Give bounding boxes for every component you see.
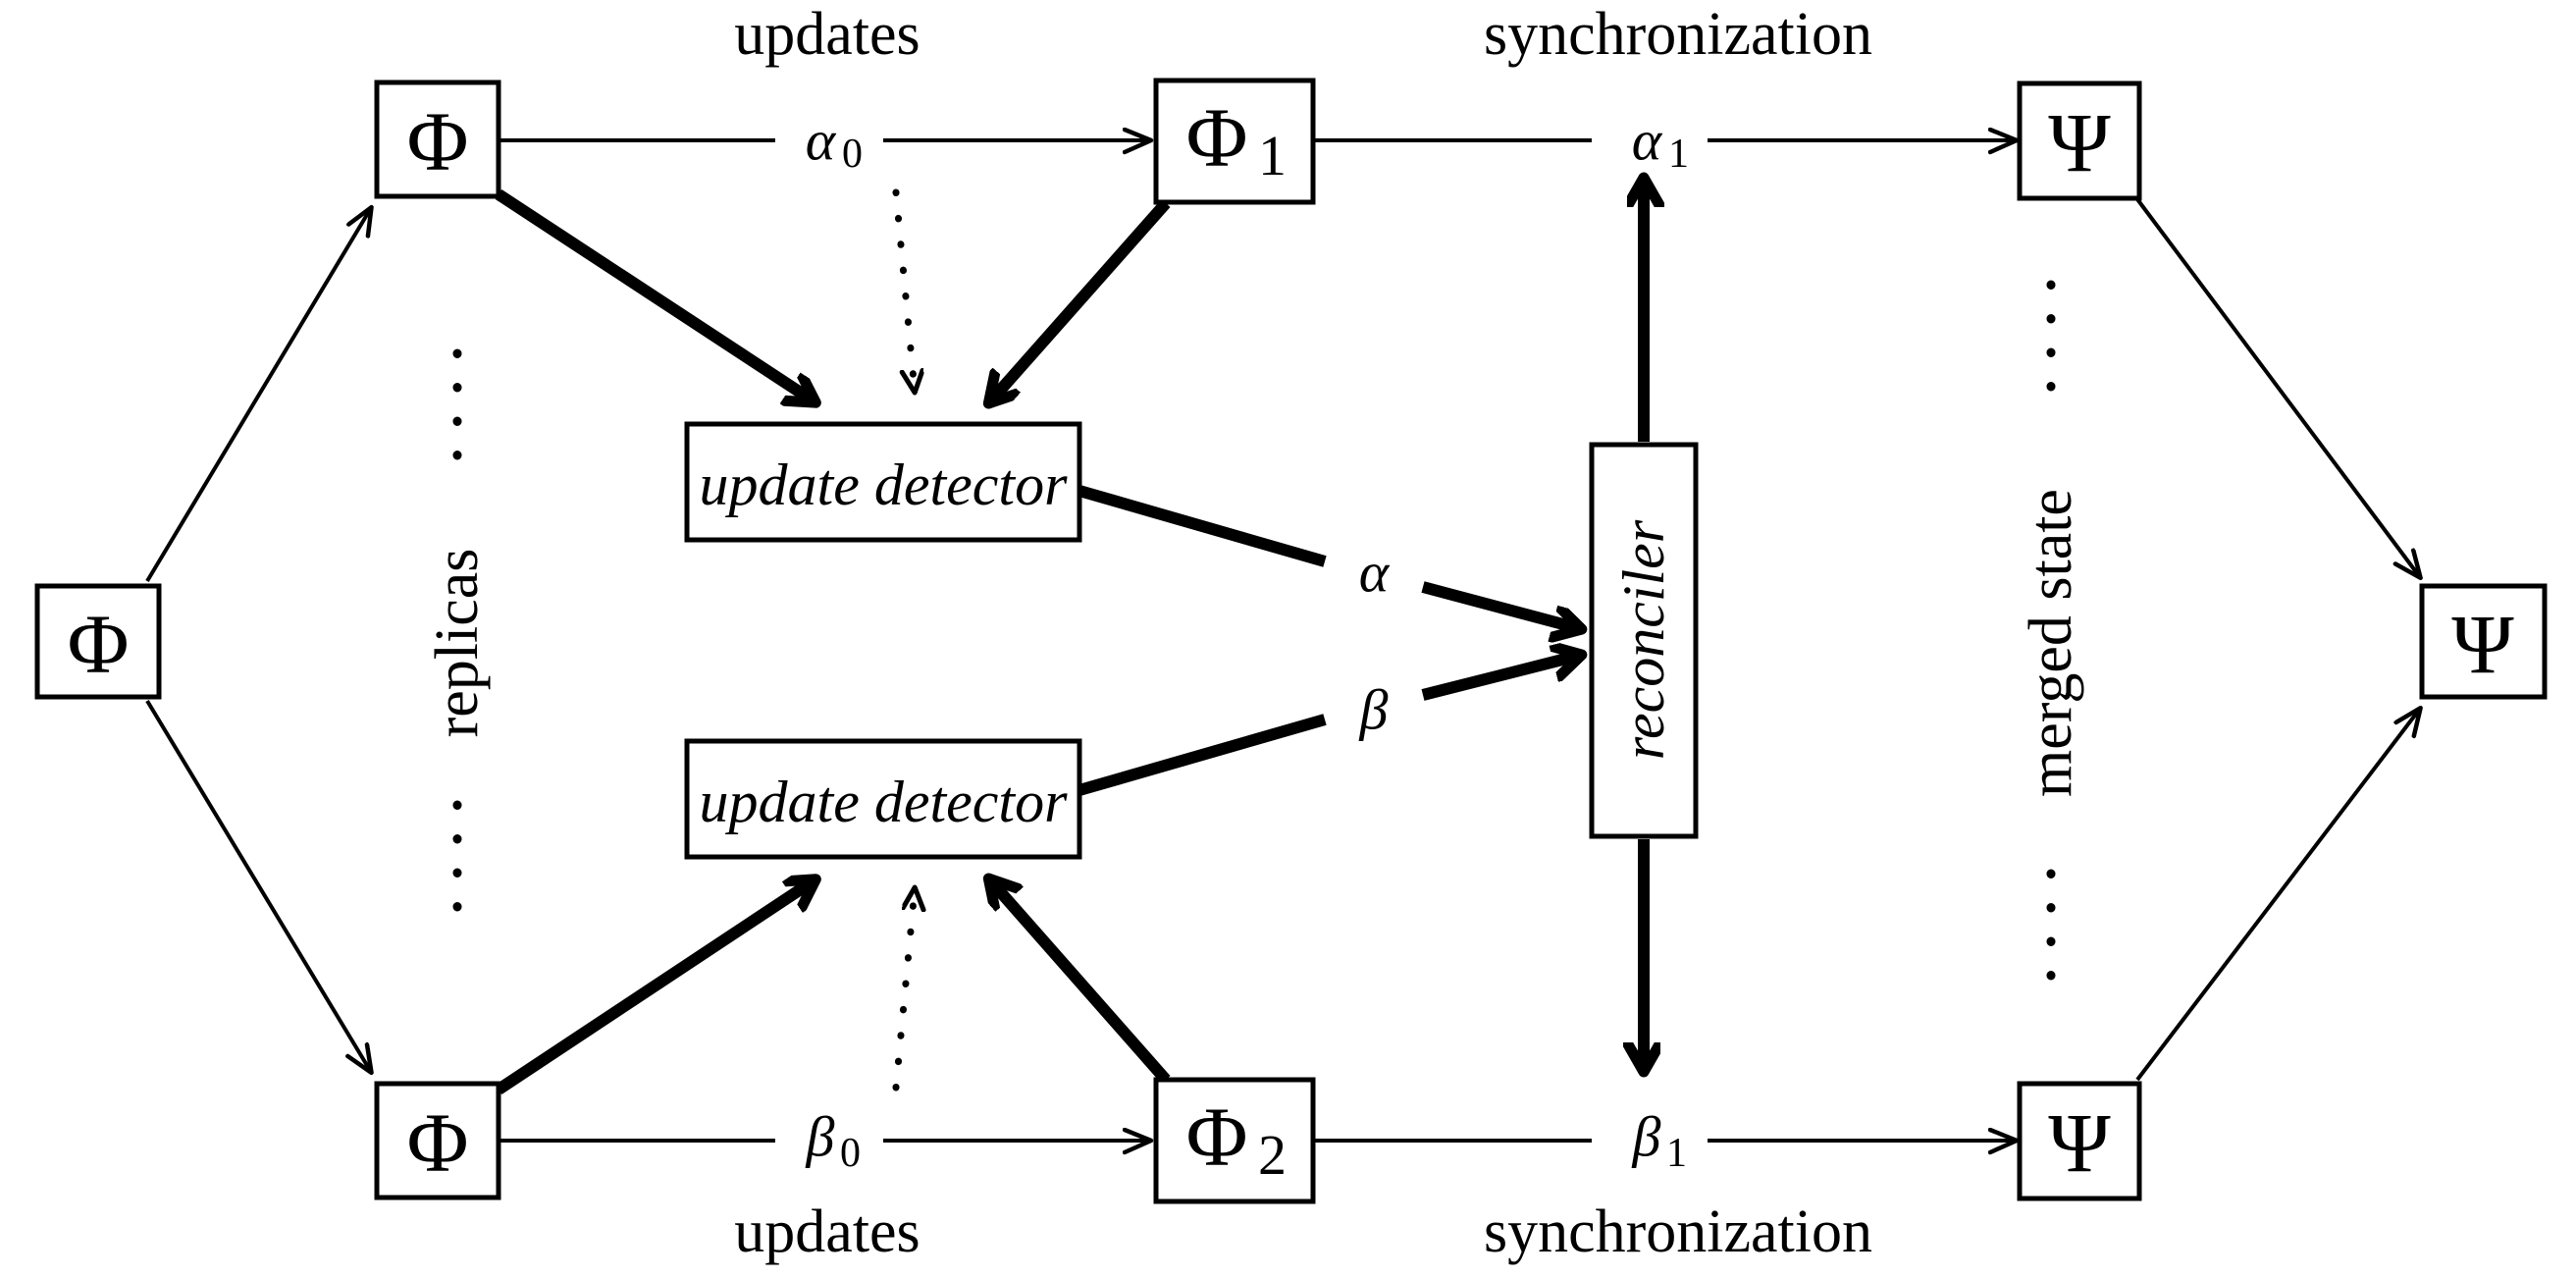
caption-synchronization-bottom-text: synchronization — [1484, 1198, 1872, 1265]
node-replica-bottom[interactable]: Φ — [374, 1081, 501, 1200]
edge-merged-bottom-to-merged-state — [2135, 709, 2420, 1082]
vertical-label-merged-state-text: merged state — [2018, 489, 2084, 797]
vertical-label-merged-state: merged state — [2018, 489, 2084, 797]
node-updated-top-subscript: 1 — [1258, 124, 1287, 187]
node-update-detector-top[interactable]: update detector — [684, 421, 1082, 543]
edge-source-to-replica-bottom — [145, 699, 371, 1072]
edge-label-beta-1: β 1 — [1632, 1105, 1687, 1177]
edge-detector-top-to-alpha — [1078, 485, 1327, 567]
edge-label-alpha-1-subscript: 1 — [1668, 132, 1689, 177]
node-merged-top-label: Ψ — [2048, 95, 2111, 189]
edge-label-beta-1-base: β — [1632, 1105, 1661, 1169]
node-updated-top-label: Φ — [1186, 90, 1248, 185]
edge-label-alpha: α — [1359, 541, 1391, 605]
edge-label-alpha-base: α — [1359, 541, 1391, 605]
node-source-state[interactable]: Φ — [34, 583, 162, 700]
node-updated-bottom-label: Φ — [1186, 1090, 1248, 1184]
node-replica-top[interactable]: Φ — [374, 80, 501, 199]
edge-alpha0-dotted-to-detector-top — [892, 188, 915, 391]
node-update-detector-top-label: update detector — [700, 453, 1069, 517]
caption-updates-top-text: updates — [734, 1, 920, 68]
node-updated-top[interactable]: Φ 1 — [1153, 78, 1316, 205]
node-update-detector-bottom[interactable]: update detector — [684, 738, 1082, 860]
caption-synchronization-bottom: synchronization — [1484, 1198, 1872, 1265]
edge-replica-bottom-to-detector-bottom — [495, 881, 813, 1095]
edge-alpha-to-reconciler — [1421, 581, 1578, 628]
edge-label-beta-0-subscript: 0 — [840, 1131, 861, 1176]
edge-label-beta-0-base: β — [806, 1105, 835, 1169]
edge-updated-top-to-detector-top — [991, 199, 1171, 400]
edge-label-alpha-0-subscript: 0 — [842, 132, 863, 177]
node-updated-bottom[interactable]: Φ 2 — [1153, 1077, 1316, 1204]
node-updated-bottom-subscript: 2 — [1258, 1123, 1287, 1187]
edge-label-alpha-1-base: α — [1632, 109, 1663, 173]
caption-synchronization-top: synchronization — [1484, 1, 1872, 68]
caption-synchronization-top-text: synchronization — [1484, 1, 1872, 68]
node-merged-bottom[interactable]: Ψ — [2017, 1081, 2142, 1201]
edge-merged-top-to-merged-state — [2135, 197, 2420, 577]
node-replica-bottom-label: Φ — [407, 1095, 469, 1190]
edge-label-beta: β — [1359, 678, 1389, 742]
caption-updates-bottom-text: updates — [734, 1198, 920, 1265]
node-reconciler[interactable]: reconciler — [1589, 442, 1699, 839]
node-update-detector-bottom-label: update detector — [700, 770, 1069, 834]
node-merged-state-label: Ψ — [2451, 597, 2514, 691]
node-merged-top[interactable]: Ψ — [2017, 80, 2142, 201]
edge-label-beta-1-subscript: 1 — [1666, 1131, 1687, 1176]
edge-source-to-replica-top — [145, 208, 371, 583]
node-source-state-label: Φ — [68, 597, 130, 691]
vertical-label-replicas: replicas — [424, 549, 491, 738]
node-merged-bottom-label: Ψ — [2048, 1095, 2111, 1190]
edge-label-beta-0: β 0 — [806, 1105, 861, 1177]
node-replica-top-label: Φ — [407, 94, 469, 188]
caption-updates-top: updates — [734, 1, 920, 68]
node-reconciler-label: reconciler — [1611, 519, 1676, 760]
edge-label-alpha-1: α 1 — [1632, 109, 1689, 178]
edge-beta0-dotted-to-detector-bottom — [892, 889, 915, 1092]
node-merged-state[interactable]: Ψ — [2419, 583, 2548, 700]
edge-detector-bottom-to-beta — [1078, 714, 1327, 796]
edge-label-alpha-0-base: α — [806, 109, 837, 173]
edge-replica-top-to-detector-top — [495, 188, 813, 400]
caption-updates-bottom: updates — [734, 1198, 920, 1265]
edge-label-beta-base: β — [1359, 678, 1389, 742]
edge-label-alpha-0: α 0 — [806, 109, 863, 178]
edge-beta-to-reconciler — [1421, 656, 1578, 701]
edge-updated-bottom-to-detector-bottom — [991, 881, 1171, 1084]
vertical-label-replicas-text: replicas — [424, 549, 491, 738]
